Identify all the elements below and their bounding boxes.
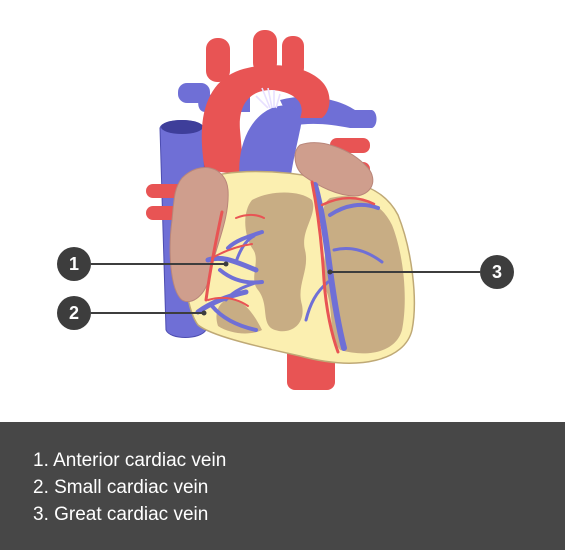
ligamentum-arteriosum <box>255 87 281 109</box>
legend-item-great-cardiac-vein: 3. Great cardiac vein <box>33 504 209 525</box>
aortic-arch <box>201 65 330 175</box>
label-marker-3: 3 <box>480 255 514 289</box>
leader-dot-2 <box>201 310 207 316</box>
pulmonary-trunk <box>239 105 302 190</box>
left-common-carotid <box>253 30 277 74</box>
heart-illustration: 1 2 3 <box>57 30 514 390</box>
leader-lines <box>91 263 480 314</box>
left-subclavian <box>282 36 304 78</box>
label-marker-1: 1 <box>57 247 91 281</box>
legend-item-anterior-cardiac-vein: 1. Anterior cardiac vein <box>33 450 227 471</box>
coronary-arteries <box>204 180 376 354</box>
legend-item-small-cardiac-vein: 2. Small cardiac vein <box>33 477 209 498</box>
leader-dot-3 <box>327 269 333 275</box>
pulmonary-artery-left-stub <box>178 83 210 103</box>
label-marker-2: 2 <box>57 296 91 330</box>
myocardium-right-ventricle <box>245 192 314 332</box>
brachiocephalic-trunk <box>206 38 230 82</box>
myocardium-lower-patch <box>216 299 262 334</box>
leader-dot-1 <box>223 261 229 267</box>
vena-cava-opening <box>161 120 203 134</box>
myocardium-left-ventricle <box>323 196 405 354</box>
right-atrial-appendage <box>169 167 229 302</box>
heart-svg <box>91 30 480 390</box>
legend-panel: 1. Anterior cardiac vein 2. Small cardia… <box>0 422 565 550</box>
